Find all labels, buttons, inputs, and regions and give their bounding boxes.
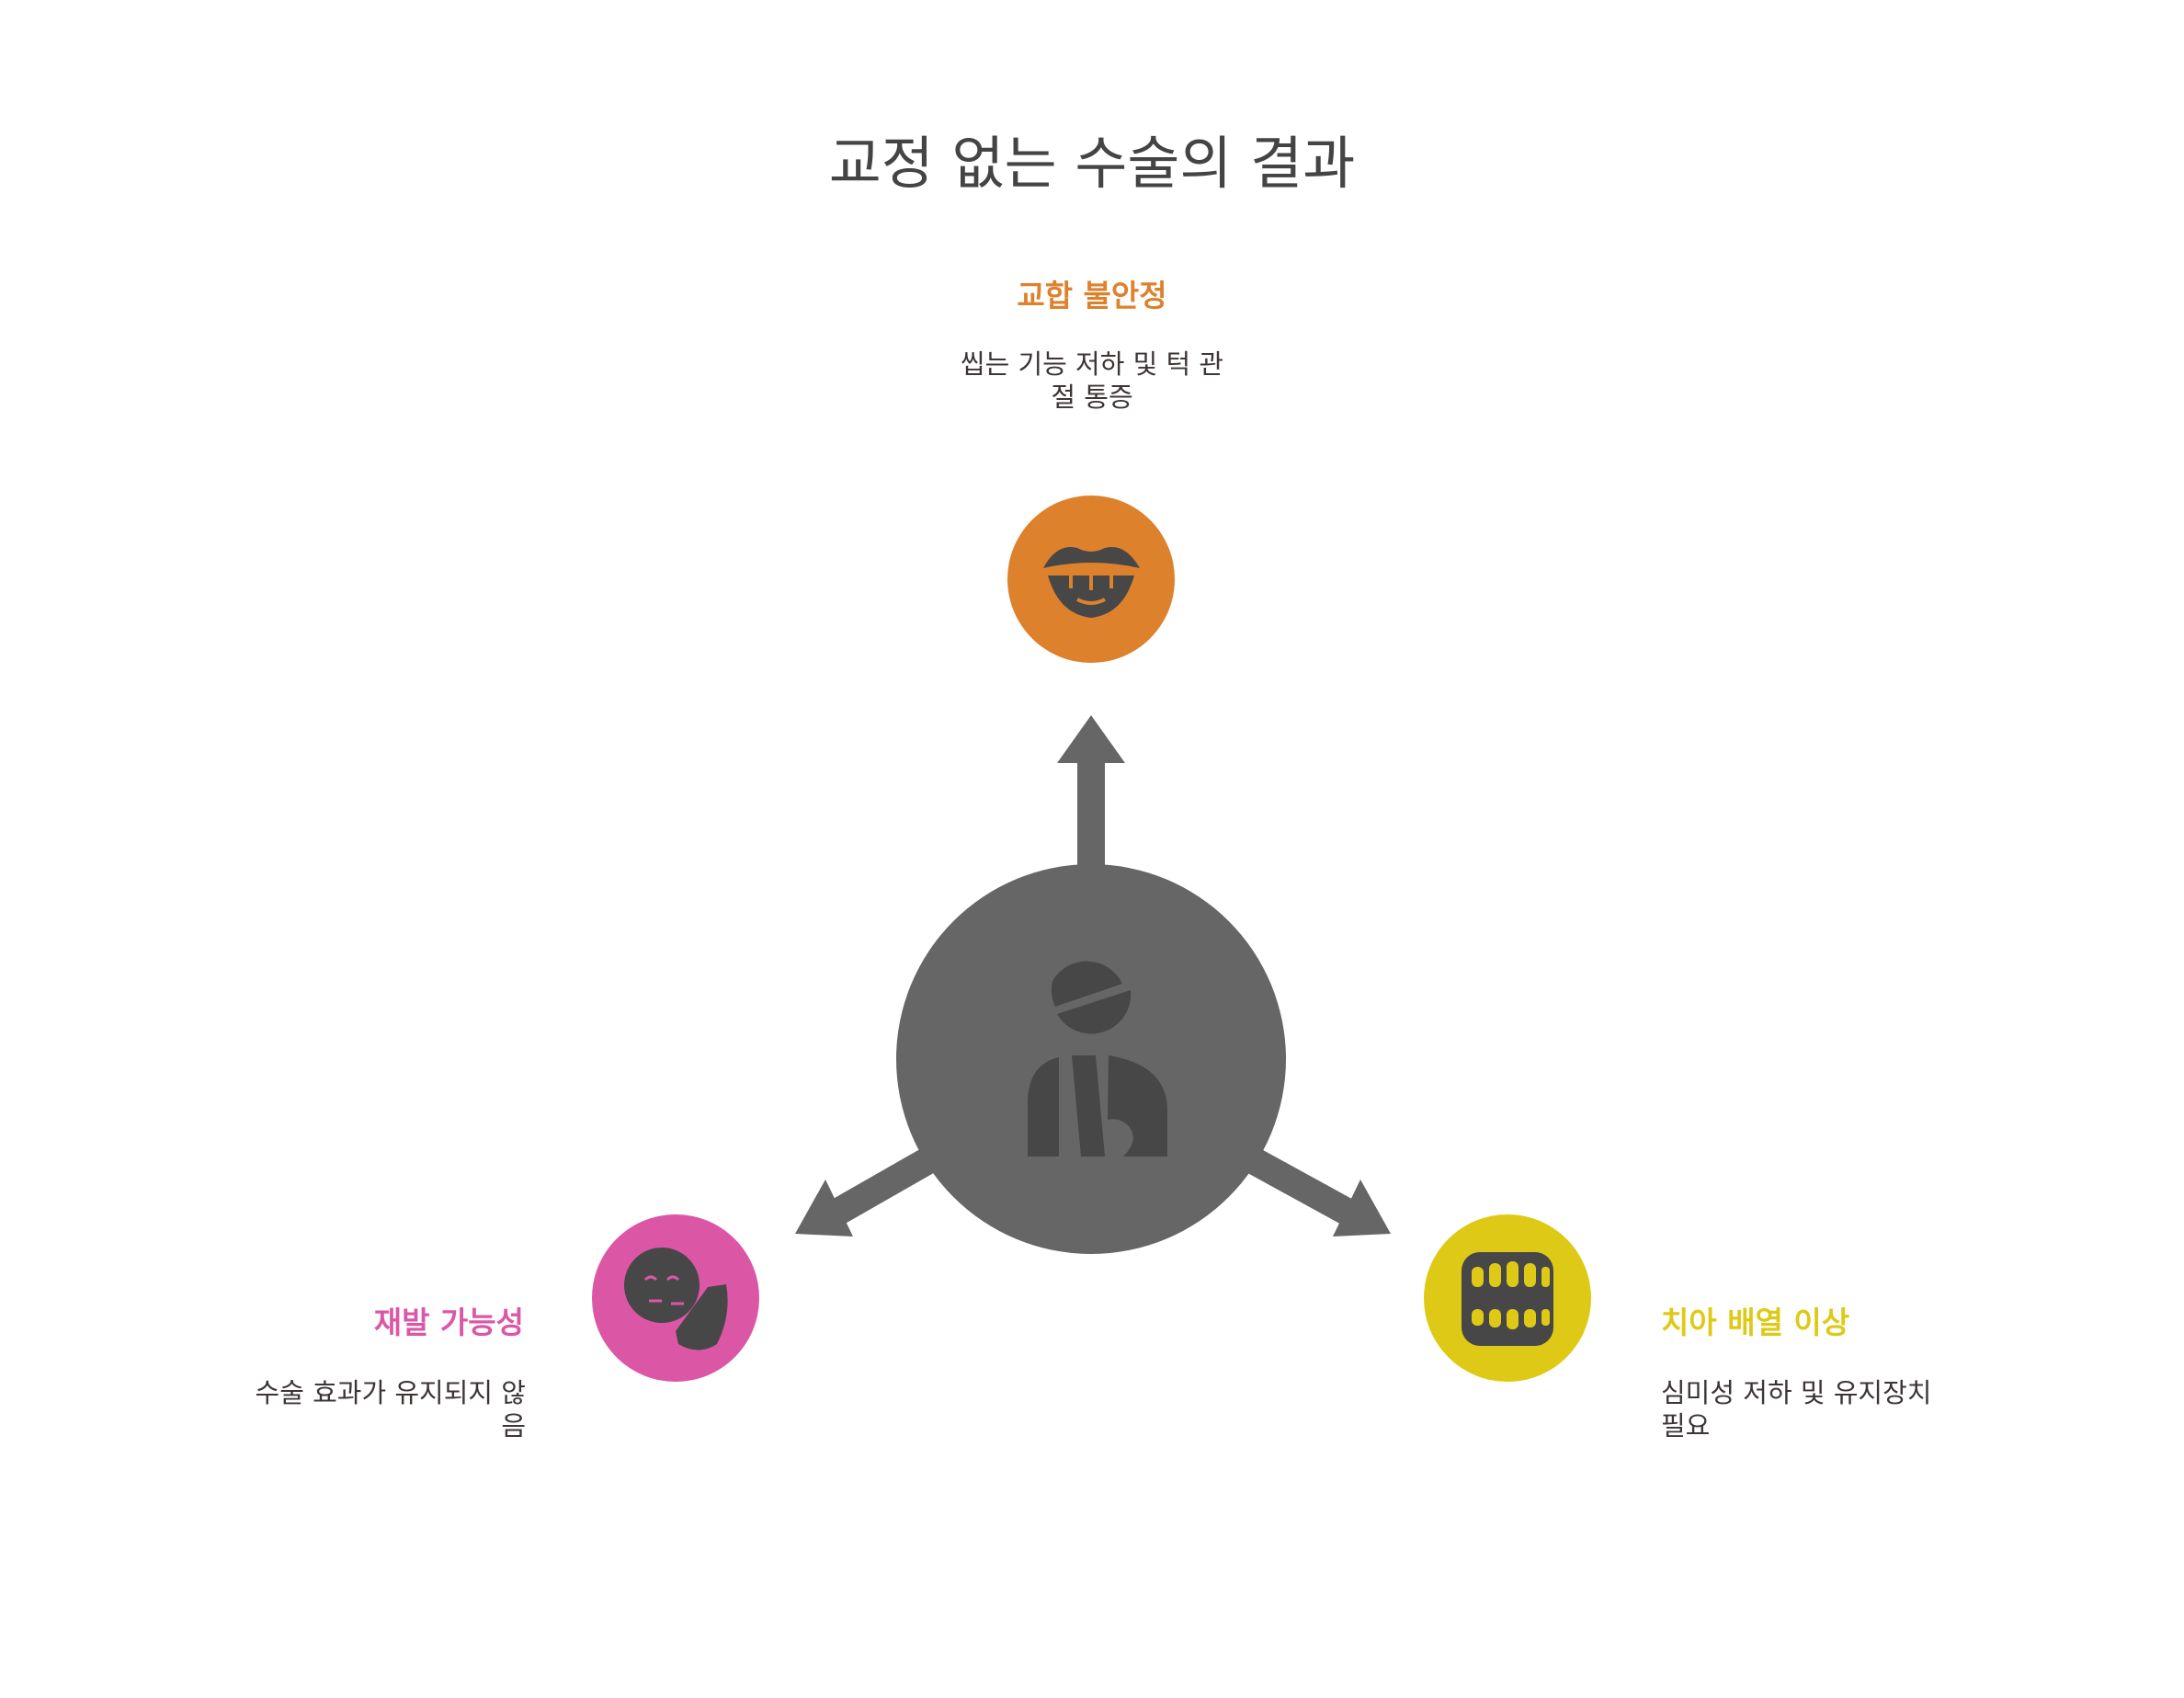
arrow-left	[795, 1147, 936, 1236]
injured-person-icon	[1028, 961, 1167, 1157]
description-tooth-misalignment: 심미성 저하 및 유지장치 필요	[1661, 1377, 1932, 1442]
mouth-teeth-icon-detail	[1069, 575, 1113, 605]
label-relapse-possibility: 재발 가능성	[373, 1305, 524, 1340]
description-occlusion-instability: 씹는 기능 저하 및 턱 관 절 통증	[960, 348, 1224, 413]
label-occlusion-instability: 교합 불안정	[1017, 278, 1167, 313]
label-tooth-misalignment: 치아 배열 이상	[1661, 1305, 1850, 1340]
arrow-up	[1057, 715, 1125, 881]
arrow-right	[1246, 1147, 1391, 1236]
sad-face-icon	[624, 1248, 728, 1350]
description-relapse-possibility: 수술 효과가 유지되지 않 음	[255, 1377, 526, 1442]
diagram-title: 교정 없는 수술의 결과	[828, 130, 1356, 197]
teeth-icon	[1462, 1252, 1553, 1346]
